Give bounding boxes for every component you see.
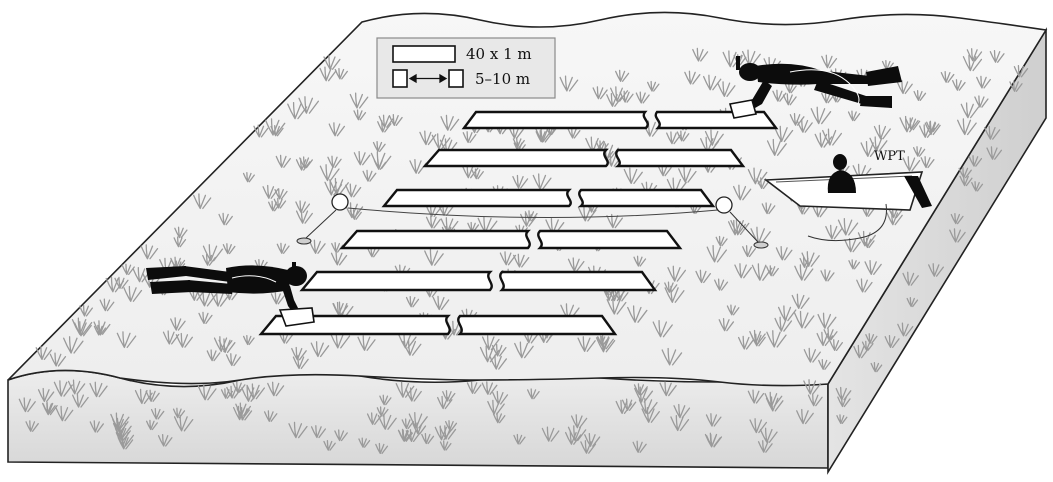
transect-segment — [656, 112, 776, 128]
legend-spacing-label: 5–10 m — [475, 70, 530, 88]
boat-label: WPT — [874, 149, 905, 164]
transect-row-2 — [425, 150, 743, 166]
quadrat-frame — [730, 100, 756, 118]
transect-row-4 — [342, 231, 680, 248]
transect-segment — [464, 112, 648, 128]
transect-segment — [342, 231, 530, 248]
legend-spacing-box-left — [393, 70, 407, 87]
transect-row-3 — [384, 190, 713, 206]
transect-segment — [538, 231, 680, 248]
transect-row-1 — [464, 112, 776, 128]
quadrat-frame — [280, 308, 314, 326]
transect-segment — [616, 150, 743, 166]
anchor-icon — [754, 242, 768, 248]
block-front-face — [8, 370, 828, 468]
legend: 40 x 1 m 5–10 m — [377, 38, 555, 98]
transect-segment — [384, 190, 571, 206]
legend-spacing-box-right — [449, 70, 463, 87]
anchor-icon — [297, 238, 311, 244]
legend-transect-label: 40 x 1 m — [466, 45, 532, 63]
transect-row-5 — [302, 272, 655, 290]
transect-segment — [500, 272, 655, 290]
transect-segment — [302, 272, 492, 290]
transect-segment — [425, 150, 608, 166]
transect-segment — [579, 190, 713, 206]
legend-transect-symbol — [393, 46, 455, 62]
transect-segment — [458, 316, 615, 334]
